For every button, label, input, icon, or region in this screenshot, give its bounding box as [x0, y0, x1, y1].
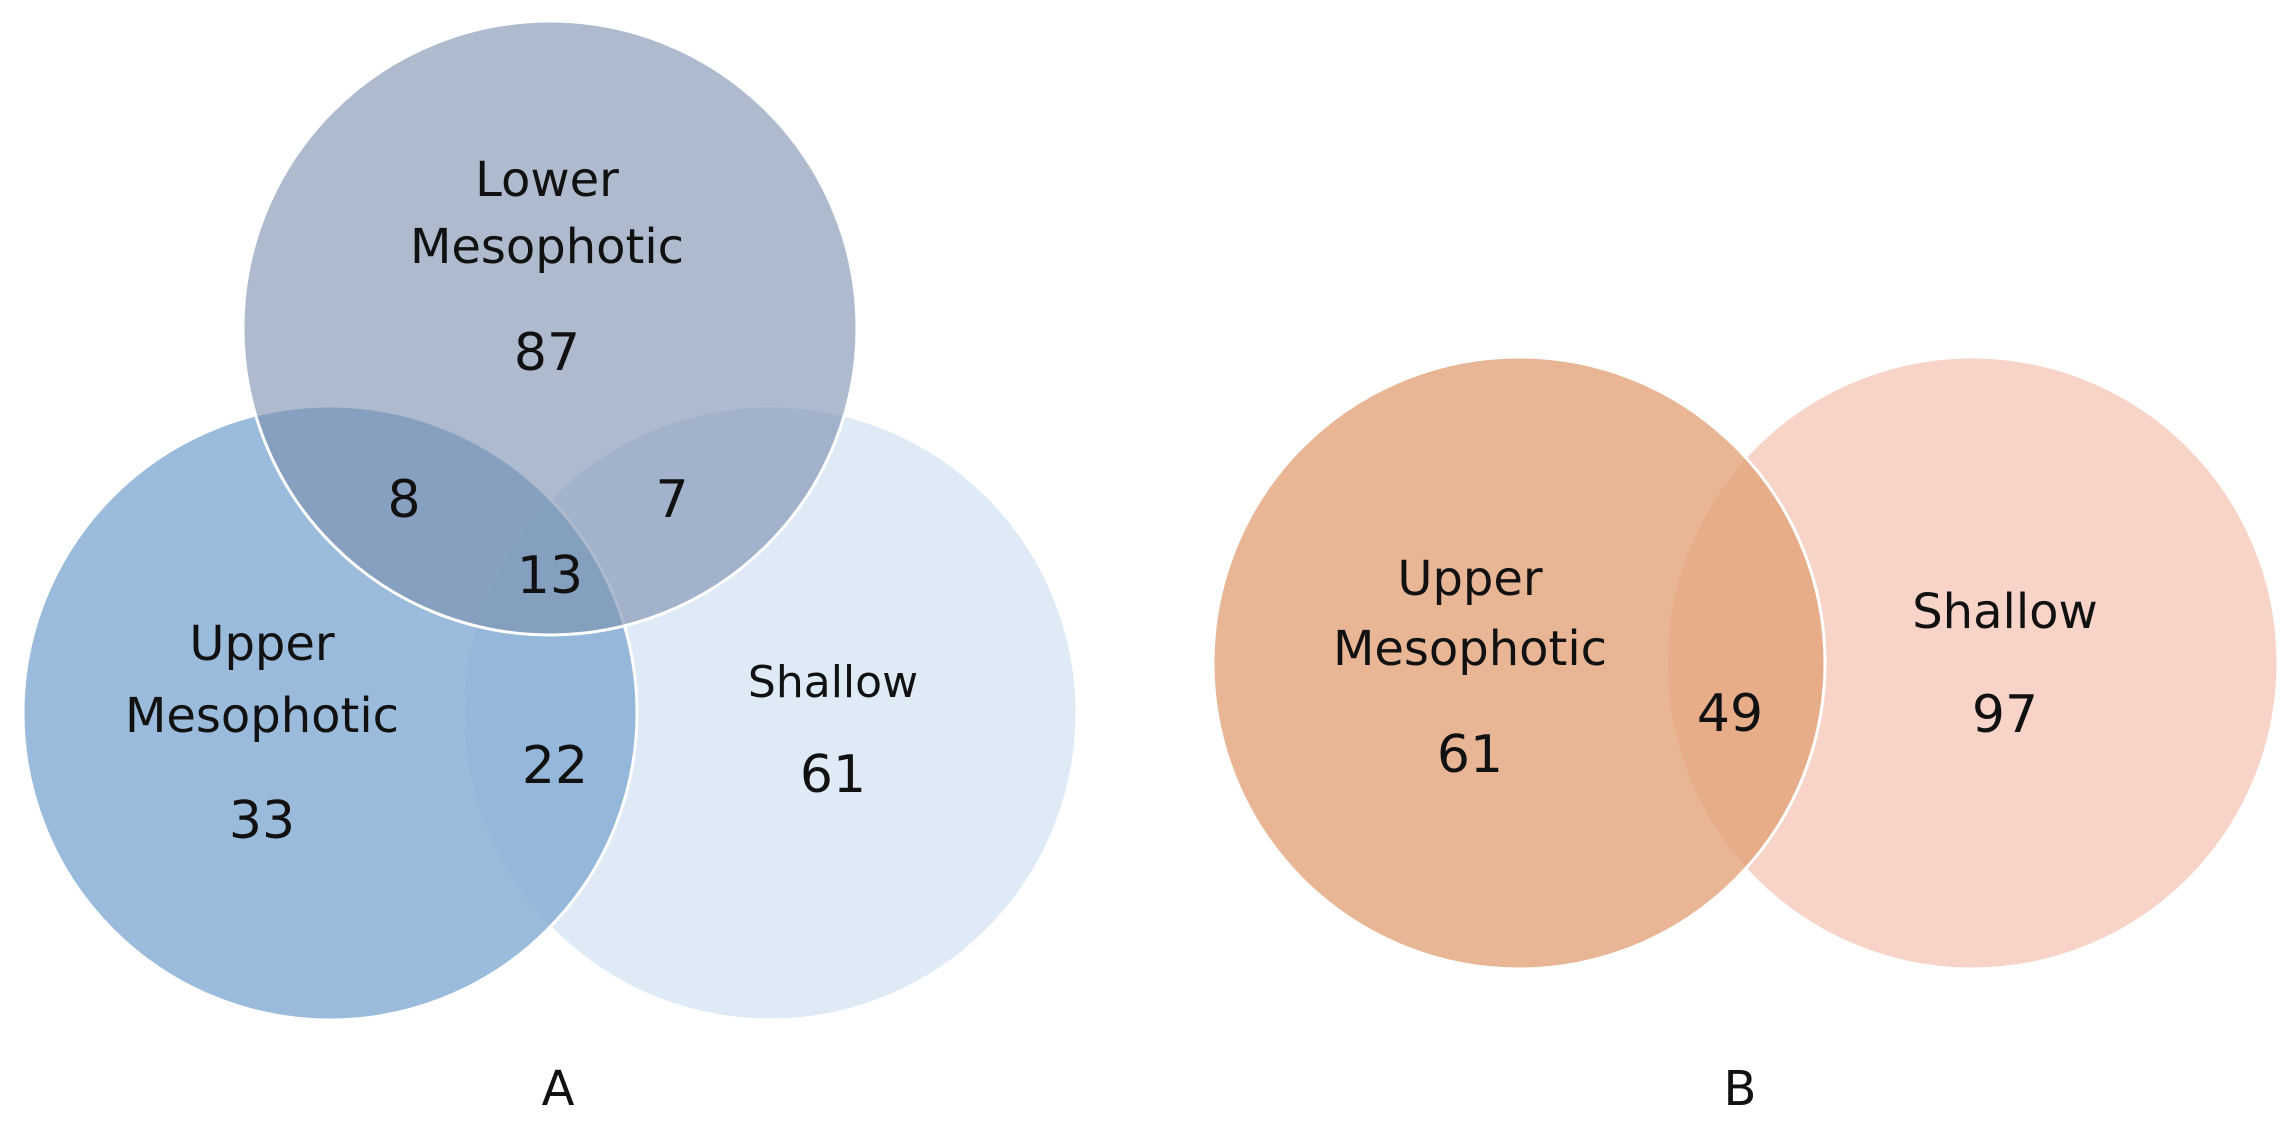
all-three-intersection-count: 13 — [517, 546, 583, 606]
upper-mesophotic-only-count-b: 61 — [1437, 725, 1503, 785]
lower-mesophotic-circle — [241, 19, 859, 637]
shallow-only-count-a: 61 — [800, 745, 866, 805]
lower-mesophotic-only-count: 87 — [514, 323, 580, 383]
panel-b-letter: B — [1724, 1061, 1757, 1117]
upper-shallow-intersection-count-a: 22 — [522, 736, 588, 796]
upper-mesophotic-only-count-a: 33 — [229, 791, 295, 851]
upper-mesophotic-label-line1-a: Upper — [189, 616, 335, 672]
panel-b: Upper Mesophotic 61 49 Shallow 97 B — [1211, 355, 2280, 1117]
upper-mesophotic-label-line2-b: Mesophotic — [1333, 621, 1607, 677]
lower-upper-intersection-count: 8 — [387, 470, 420, 530]
upper-mesophotic-label-line2-a: Mesophotic — [125, 688, 399, 744]
panel-a-letter: A — [542, 1061, 575, 1117]
upper-mesophotic-circle-b — [1211, 355, 1827, 971]
upper-shallow-intersection-count-b: 49 — [1697, 684, 1763, 744]
lower-mesophotic-label-line1: Lower — [475, 152, 619, 208]
lower-shallow-intersection-count: 7 — [655, 470, 688, 530]
shallow-label-b: Shallow — [1912, 584, 2098, 640]
shallow-label-a: Shallow — [748, 657, 918, 708]
lower-mesophotic-label-line2: Mesophotic — [410, 219, 684, 275]
shallow-only-count-b: 97 — [1972, 685, 2038, 745]
panel-a: Lower Mesophotic 87 8 7 13 Upper Mesopho… — [21, 19, 1079, 1117]
upper-mesophotic-label-line1-b: Upper — [1397, 551, 1543, 607]
